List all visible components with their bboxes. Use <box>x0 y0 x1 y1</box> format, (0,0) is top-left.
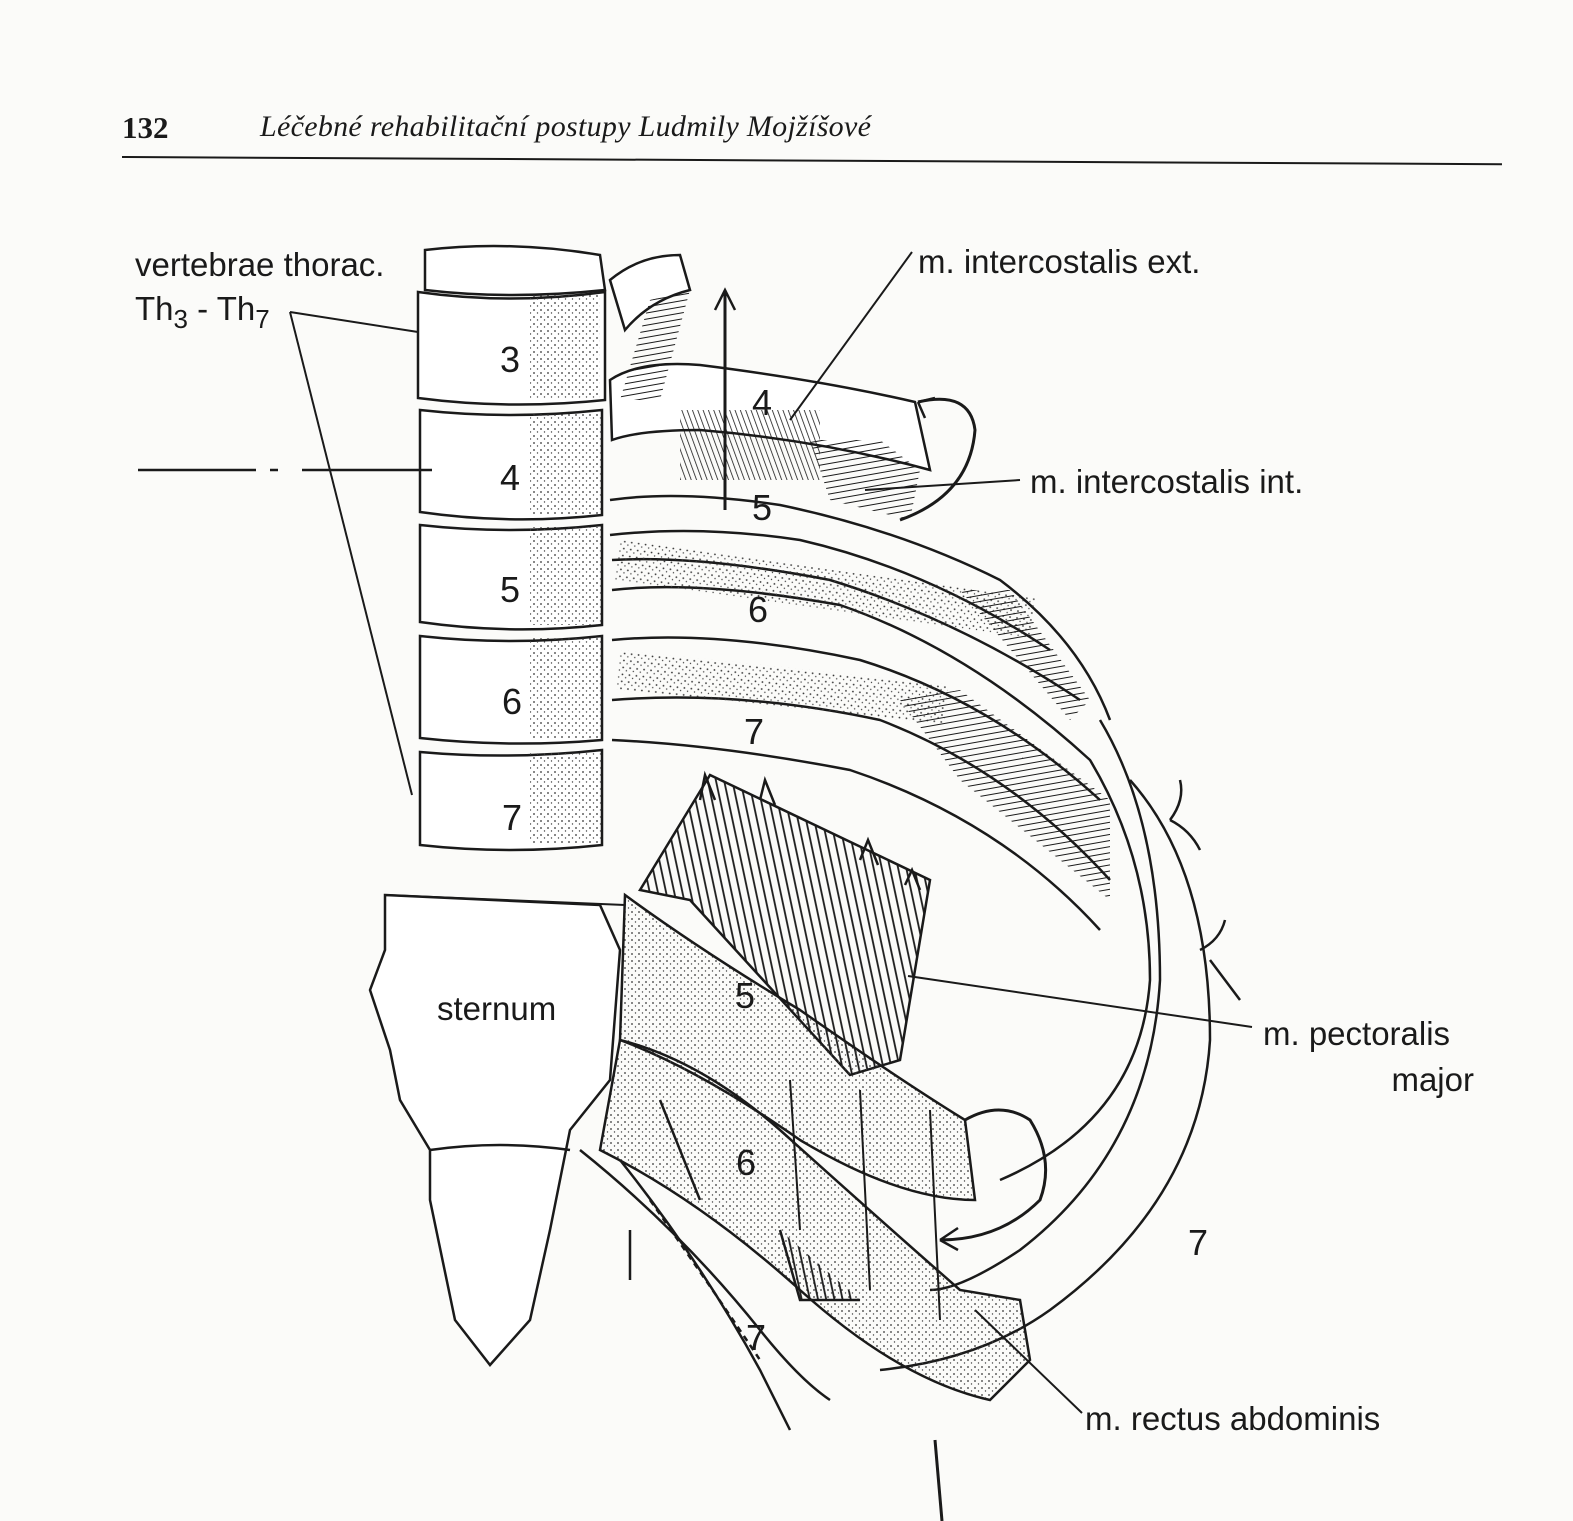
rib-number: 5 <box>735 975 755 1016</box>
leader-lines <box>138 251 1253 1521</box>
vertebrae-range-label: Th3 - Th7 <box>135 290 270 334</box>
pectoralis-muscle <box>638 770 932 1077</box>
pectoralis-label-line1: m. pectoralis <box>1263 1015 1450 1052</box>
rectus-label: m. rectus abdominis <box>1085 1400 1380 1437</box>
page-header: 132 Léčebné rehabilitační postupy Ludmil… <box>121 100 1502 166</box>
vertebrae-subscript-end: 7 <box>255 304 269 334</box>
intercostalis-ext-label: m. intercostalis ext. <box>918 243 1200 280</box>
rib-number: 5 <box>752 487 772 528</box>
vertebra-number: 6 <box>502 681 522 722</box>
vertebra-number: 4 <box>500 457 520 498</box>
rib-number: 7 <box>744 711 764 752</box>
vertebrae-subscript-start: 3 <box>174 304 188 334</box>
vertebra-number: 7 <box>502 797 522 838</box>
rib-cage <box>608 253 1241 1372</box>
book-title: Léčebné rehabilitační postupy Ludmily Mo… <box>260 110 872 143</box>
rib-number: 7 <box>746 1317 766 1358</box>
rib-number: 7 <box>1188 1222 1208 1263</box>
sternum-bone <box>368 893 622 1367</box>
page-number: 132 <box>122 110 169 145</box>
rib-number: 6 <box>736 1142 756 1183</box>
vertebra-number: 5 <box>500 569 520 610</box>
pectoralis-label-line2: major <box>1391 1061 1474 1098</box>
costal-cartilages <box>579 892 1048 1431</box>
intercostalis-int-label: m. intercostalis int. <box>1030 463 1303 500</box>
vertebrae-label: vertebrae thorac. <box>135 246 384 283</box>
vertebrae-th-text: Th <box>135 290 174 327</box>
vertebra-number: 3 <box>500 339 520 380</box>
rib-number: 4 <box>752 382 772 423</box>
vertebral-column <box>416 244 607 852</box>
vertebrae-dash-text: - Th <box>188 290 255 327</box>
sternum-label: sternum <box>437 990 556 1027</box>
rib-number: 6 <box>748 589 768 630</box>
